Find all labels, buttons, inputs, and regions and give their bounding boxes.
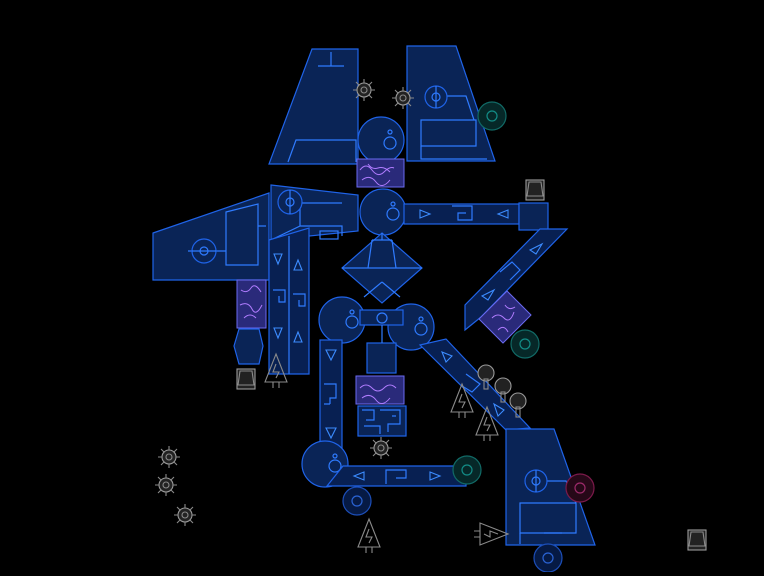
joint-top[interactable] <box>357 116 405 164</box>
pod-left[interactable] <box>233 328 264 365</box>
joint-left-center[interactable] <box>318 296 366 344</box>
conveyor-bottom[interactable] <box>325 465 467 487</box>
crystal-patch-right[interactable] <box>478 290 532 344</box>
conveyor-left-center[interactable] <box>319 339 343 451</box>
rock-icon <box>525 179 545 201</box>
ring-node-magenta[interactable] <box>565 473 595 503</box>
rock-icon <box>687 529 707 551</box>
crystal-patch-center[interactable] <box>355 375 405 405</box>
gear-icon <box>174 504 196 526</box>
ring-node-navy-bottom-right[interactable] <box>533 543 563 573</box>
ring-node-navy-bottom-left[interactable] <box>342 486 372 516</box>
tree-icon <box>475 405 499 441</box>
module-top-left[interactable] <box>268 48 359 165</box>
mushroom-icon <box>509 392 527 418</box>
joint-mid[interactable] <box>359 188 407 236</box>
conveyor-left-vertical[interactable] <box>268 227 310 375</box>
rock-icon <box>236 368 256 390</box>
gear-icon <box>158 446 180 468</box>
tree-icon <box>450 382 474 418</box>
module-top-right[interactable] <box>406 45 496 162</box>
module-left-wing[interactable] <box>152 192 270 281</box>
hub-diamond[interactable] <box>341 232 423 304</box>
conveyor-upper-right[interactable] <box>403 202 549 231</box>
circuit-block[interactable] <box>357 405 407 437</box>
module-bottom-right[interactable] <box>505 428 596 546</box>
ring-node-teal-bottom[interactable] <box>452 455 482 485</box>
tree-icon <box>264 352 288 388</box>
module-upper-bay[interactable] <box>270 184 359 241</box>
hub-connector[interactable] <box>359 309 404 374</box>
conveyor-diagonal-center[interactable] <box>418 338 532 431</box>
tree-icon <box>357 517 381 553</box>
mushroom-icon <box>477 364 495 390</box>
tree-icon <box>474 522 510 546</box>
gear-icon <box>370 437 392 459</box>
gear-icon <box>353 79 375 101</box>
gear-icon <box>155 474 177 496</box>
ring-node-teal-right[interactable] <box>510 329 540 359</box>
crystal-patch-top[interactable] <box>356 158 405 188</box>
conveyor-diagonal-right[interactable] <box>464 228 569 332</box>
gear-icon <box>392 87 414 109</box>
crystal-patch-left[interactable] <box>236 279 267 329</box>
ring-node-teal-top[interactable] <box>477 101 507 131</box>
mushroom-icon <box>494 377 512 403</box>
